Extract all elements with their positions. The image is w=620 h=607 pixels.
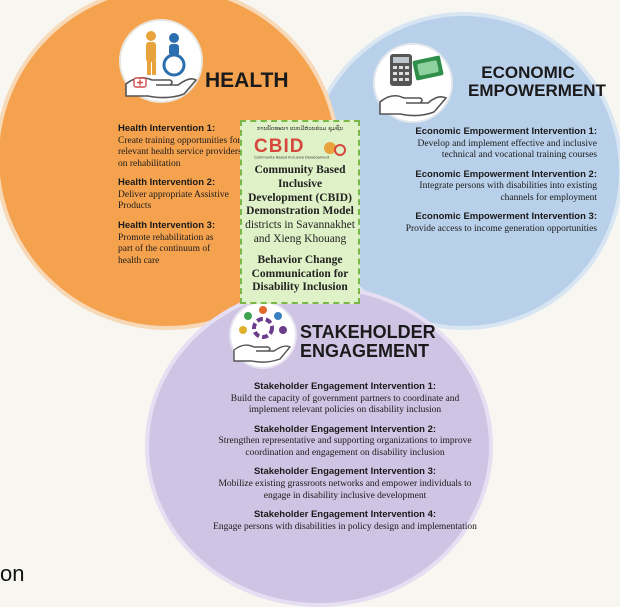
intervention-text: Strengthen representative and supporting… — [218, 436, 472, 458]
intervention-title: Stakeholder Engagement Intervention 4: — [253, 509, 437, 521]
hand-health-icon — [119, 19, 203, 103]
intervention-title: Health Intervention 3: — [118, 220, 216, 232]
intervention-text: Mobilize existing grassroots networks an… — [218, 479, 472, 501]
model-bold-text: Community Based Inclusive Development (C… — [246, 164, 354, 218]
economic-intervention-2: Economic Empowerment Intervention 2:Inte… — [405, 169, 597, 205]
economic-heading-line2: EMPOWERMENT — [468, 80, 606, 100]
hand-money-icon — [373, 43, 453, 123]
intervention-text: Develop and implement effective and incl… — [417, 138, 597, 161]
stakeholder-intervention-2: Stakeholder Engagement Intervention 2:St… — [210, 424, 480, 460]
economic-heading: ECONOMIC EMPOWERMENT — [468, 63, 606, 100]
intervention-text: Create training opportunities for releva… — [118, 135, 242, 169]
hand-people-icon — [229, 301, 297, 369]
cbid-center-box: ການພັດທະນາ ແບບມີສ່ວນຮ່ວມ ຊຸມຊົນ CBID Com… — [240, 120, 360, 304]
stakeholder-heading: STAKEHOLDER ENGAGEMENT — [300, 323, 436, 361]
stakeholder-intervention-4: Stakeholder Engagement Intervention 4:En… — [210, 509, 480, 533]
health-intervention-2: Health Intervention 2:Deliver appropriat… — [118, 177, 253, 213]
health-heading: HEALTH — [205, 69, 289, 92]
lao-subtitle: ການພັດທະນາ ແບບມີສ່ວນຮ່ວມ ຊຸມຊົນ — [256, 126, 344, 132]
intervention-title: Economic Empowerment Intervention 2: — [415, 168, 597, 180]
health-interventions: Health Intervention 1:Create training op… — [118, 123, 253, 274]
cbid-logo: CBID Community Based Inclusive Developme… — [254, 136, 346, 160]
cropped-text-fragment: on — [0, 561, 25, 586]
economic-interventions: Economic Empowerment Intervention 1:Deve… — [405, 126, 597, 243]
bcc-label: Behavior Change Communication for Disabi… — [251, 253, 349, 294]
economic-intervention-3: Economic Empowerment Intervention 3:Prov… — [405, 211, 597, 235]
stakeholder-intervention-3: Stakeholder Engagement Intervention 3:Mo… — [210, 466, 480, 502]
intervention-title: Health Intervention 2: — [118, 177, 216, 189]
intervention-title: Stakeholder Engagement Intervention 2: — [253, 423, 437, 435]
intervention-title: Health Intervention 1: — [118, 123, 216, 134]
intervention-text: Provide access to income generation oppo… — [405, 224, 597, 235]
intervention-title: Stakeholder Engagement Intervention 3: — [253, 466, 437, 478]
cbid-logo-letters: CBID — [254, 136, 304, 157]
stakeholder-heading-line1: STAKEHOLDER — [300, 322, 436, 342]
intervention-title: Stakeholder Engagement Intervention 1: — [253, 381, 437, 392]
intervention-text: Integrate persons with disabilities into… — [419, 181, 597, 203]
health-intervention-1: Health Intervention 1:Create training op… — [118, 123, 253, 170]
intervention-title: Economic Empowerment Intervention 1: — [415, 126, 597, 137]
intervention-text: Build the capacity of government partner… — [230, 393, 460, 416]
economic-intervention-1: Economic Empowerment Intervention 1:Deve… — [405, 126, 597, 162]
model-districts-text: districts in Savannakhet and Xieng Khoua… — [245, 219, 355, 245]
intervention-title: Economic Empowerment Intervention 3: — [415, 211, 597, 223]
intervention-text: Engage persons with disabilities in poli… — [213, 521, 477, 532]
stakeholder-interventions: Stakeholder Engagement Intervention 1:Bu… — [210, 381, 480, 540]
economic-heading-line1: ECONOMIC — [481, 63, 575, 82]
cbid-model-description: Community Based Inclusive Development (C… — [242, 164, 358, 247]
intervention-text: Deliver appropriate Assistive Products — [118, 189, 229, 212]
stakeholder-heading-line2: ENGAGEMENT — [300, 340, 430, 361]
cbid-logo-caption: Community Based Inclusive Development — [254, 156, 330, 160]
stakeholder-intervention-1: Stakeholder Engagement Intervention 1:Bu… — [210, 381, 480, 417]
intervention-text: Promote rehabilitation as part of the co… — [118, 232, 214, 266]
health-intervention-3: Health Intervention 3:Promote rehabilita… — [118, 220, 216, 267]
